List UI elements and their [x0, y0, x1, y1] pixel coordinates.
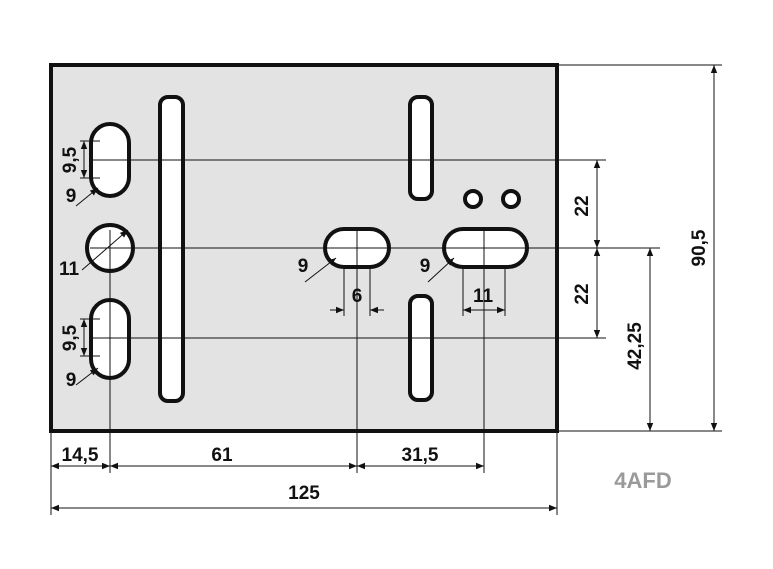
- dim-lower-spacing: 22: [572, 283, 593, 304]
- dim-center-slot-length: 6: [352, 286, 363, 307]
- small-hole-right: [501, 189, 521, 209]
- dim-overall-height: 90,5: [689, 229, 710, 266]
- upper-right-vertical-slot: [408, 95, 434, 201]
- dim-left-slot-lower-width: 9: [66, 370, 77, 391]
- dim-center-height: 42,25: [625, 322, 646, 370]
- leader-lines: [75, 187, 455, 386]
- small-hole-left: [463, 189, 483, 209]
- long-vertical-slot: [158, 95, 185, 403]
- cutouts: [85, 95, 529, 403]
- dim-overall-width: 125: [288, 483, 320, 504]
- dim-left-offset: 14,5: [62, 445, 99, 466]
- dim-right-slot-length: 11: [473, 286, 494, 307]
- dim-left-slot-lower-length: 9,5: [60, 324, 81, 351]
- dim-left-slot-upper-width: 9: [66, 186, 77, 207]
- dim-mid-offset: 61: [211, 445, 233, 466]
- dimension-lines: [51, 65, 718, 512]
- part-code: 4AFD: [614, 468, 671, 493]
- dim-left-slot-upper-length: 9,5: [60, 146, 81, 173]
- lower-right-vertical-slot: [408, 294, 434, 402]
- reference-lines: [50, 64, 722, 515]
- dim-right-slot-width: 9: [420, 256, 431, 277]
- dim-left-hole-diameter: 11: [59, 259, 80, 280]
- dim-right-offset: 31,5: [402, 445, 439, 466]
- dim-upper-spacing: 22: [572, 195, 593, 216]
- dim-center-slot-width: 9: [298, 256, 309, 277]
